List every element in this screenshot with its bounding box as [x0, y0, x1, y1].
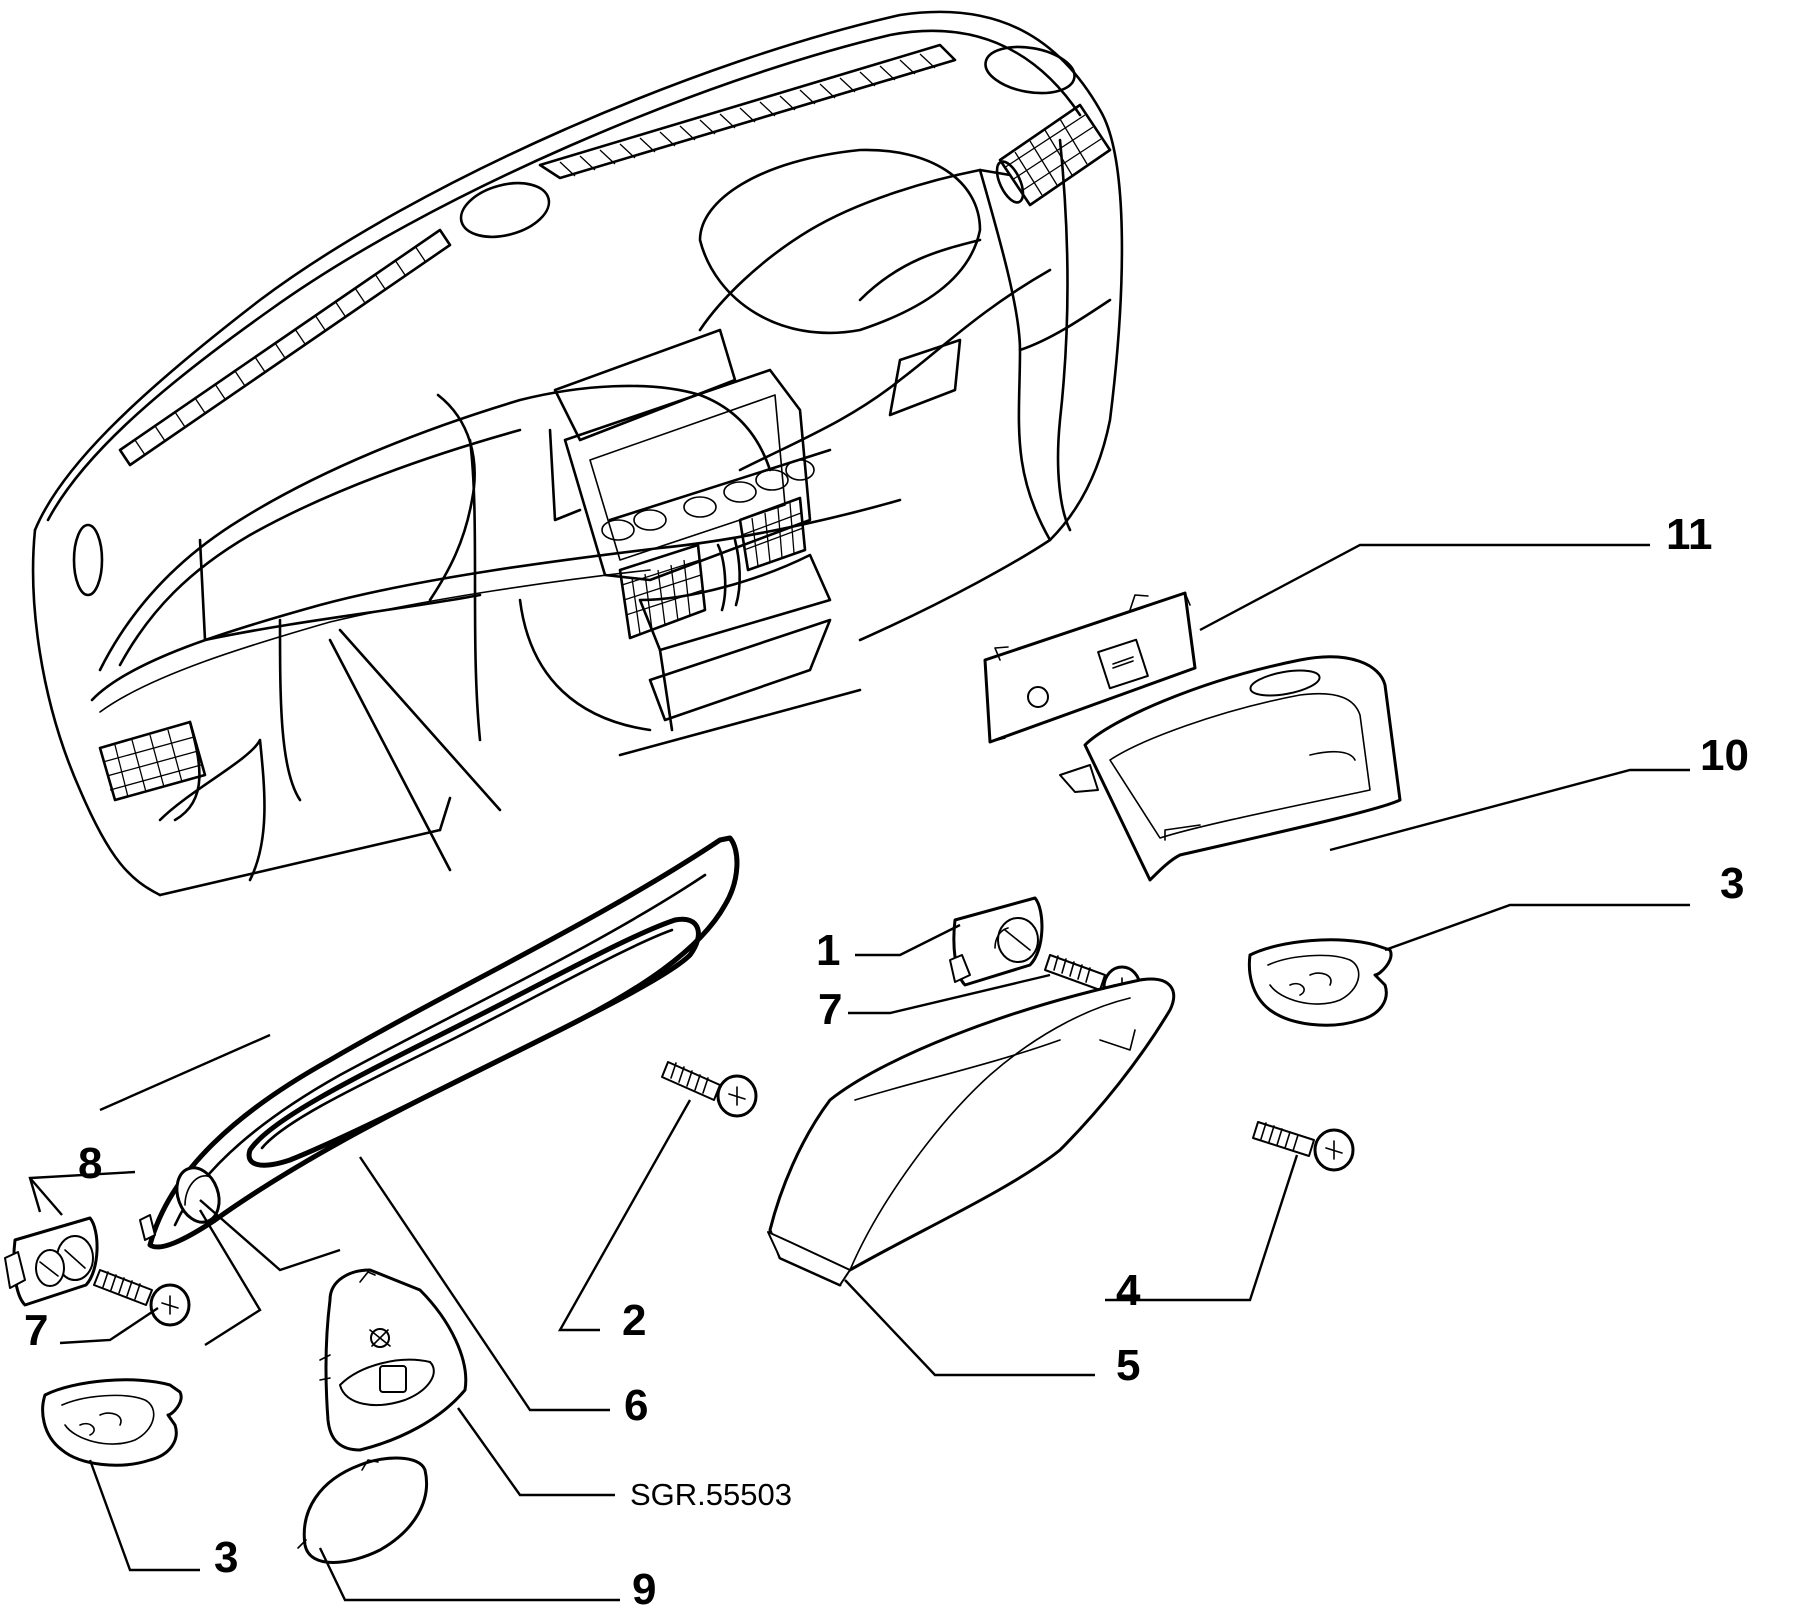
dashboard-illustration [31, 10, 1124, 897]
callout-9: 9 [632, 1565, 656, 1606]
part-11-bracket-plate [983, 591, 1197, 744]
callout-1: 1 [816, 926, 840, 975]
callout-8: 8 [78, 1139, 102, 1188]
reference-code: SGR.55503 [630, 1477, 792, 1512]
part-4-screw [1252, 1121, 1355, 1172]
switch-cover-sgr [319, 1268, 468, 1452]
part-3-clip-left [41, 1378, 183, 1467]
part-5-tray [767, 977, 1176, 1287]
part-8-switch [4, 1216, 99, 1307]
callout-2: 2 [622, 1296, 646, 1345]
callout-6: 6 [624, 1381, 648, 1430]
part-3-clip-right [1247, 938, 1393, 1027]
part-9-blank-cover [297, 1456, 428, 1564]
part-7-screw-lower [93, 1269, 191, 1327]
callout-10: 10 [1700, 731, 1749, 780]
callout-4: 4 [1116, 1266, 1141, 1315]
callout-5: 5 [1116, 1341, 1140, 1390]
callout-7-upper: 7 [818, 985, 842, 1034]
callout-3-right: 3 [1720, 859, 1744, 908]
callout-7-lower: 7 [24, 1306, 48, 1355]
part-6-instrument-cover [139, 835, 740, 1250]
callout-labels: 11 10 3 1 7 8 7 2 6 4 5 3 9 SGR.55503 [24, 510, 1749, 1606]
part-10-cluster-housing [1059, 655, 1402, 882]
leader-lines [28, 543, 1690, 1602]
callout-11: 11 [1666, 510, 1713, 559]
part-1-switch [949, 896, 1044, 987]
callout-3-left: 3 [214, 1533, 238, 1582]
part-2-screw [661, 1061, 758, 1118]
